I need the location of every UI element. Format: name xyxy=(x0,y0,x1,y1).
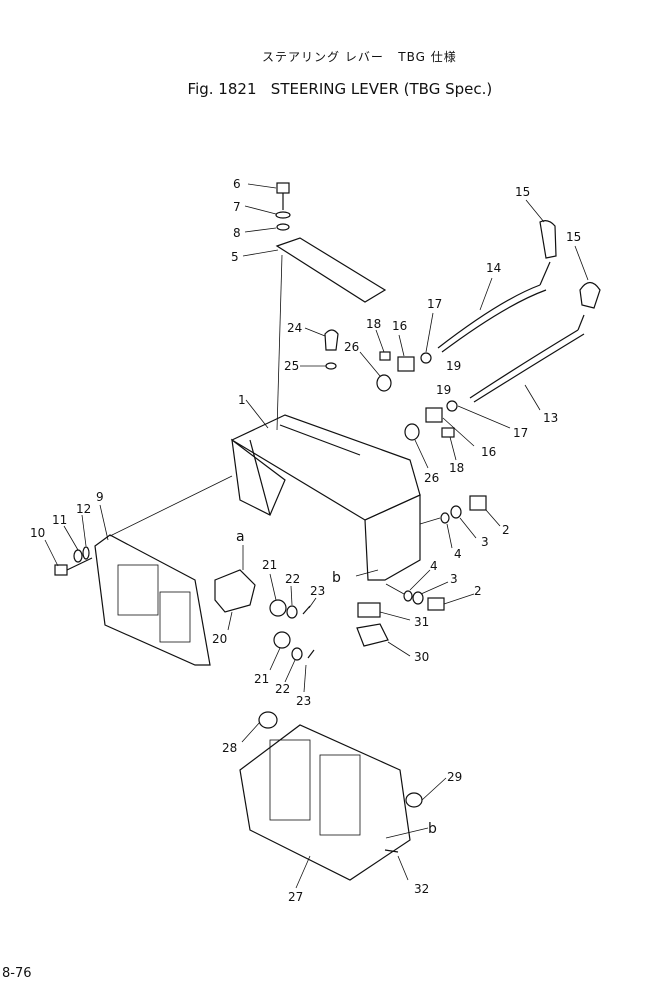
callout-a: a xyxy=(236,529,245,545)
callout-2: 2 xyxy=(502,523,510,537)
page-number: 8-76 xyxy=(2,966,32,981)
callout-11: 11 xyxy=(52,513,67,527)
callout-17: 17 xyxy=(427,297,442,311)
callout-1: 1 xyxy=(238,393,246,407)
callout-26: 26 xyxy=(344,340,359,354)
callout-21: 21 xyxy=(254,672,269,686)
callout-8: 8 xyxy=(233,226,241,240)
callout-13: 13 xyxy=(543,411,558,425)
callout-9: 9 xyxy=(96,490,104,504)
callout-14: 14 xyxy=(486,261,501,275)
callout-6: 6 xyxy=(233,177,241,191)
callout-25: 25 xyxy=(284,359,299,373)
callout-22: 22 xyxy=(275,682,290,696)
callout-12: 12 xyxy=(76,502,91,516)
parts-drawing xyxy=(44,182,601,889)
callout-22: 22 xyxy=(285,572,300,586)
callout-19: 19 xyxy=(446,359,461,373)
callout-30: 30 xyxy=(414,650,429,664)
callout-2: 2 xyxy=(474,584,482,598)
figure-title: Fig. 1821 STEERING LEVER (TBG Spec.) xyxy=(178,62,493,98)
callout-31: 31 xyxy=(414,615,429,629)
callout-4: 4 xyxy=(430,559,438,573)
title-japanese: ステアリング レバー TBG 仕様 xyxy=(262,50,457,64)
figure-label: Fig. 1821 xyxy=(187,80,257,98)
callout-20: 20 xyxy=(212,632,227,646)
callout-b: b xyxy=(428,821,437,837)
callout-18: 18 xyxy=(366,317,381,331)
callout-15: 15 xyxy=(515,185,530,199)
callout-29: 29 xyxy=(447,770,462,784)
callout-3: 3 xyxy=(450,572,458,586)
callout-18: 18 xyxy=(449,461,464,475)
callout-16: 16 xyxy=(392,319,407,333)
callout-15: 15 xyxy=(566,230,581,244)
title-text: STEERING LEVER (TBG Spec.) xyxy=(270,80,493,98)
callout-23: 23 xyxy=(310,584,325,598)
callout-32: 32 xyxy=(414,882,429,896)
callout-5: 5 xyxy=(231,250,239,264)
callout-labels: 6 7 8 5 15 15 14 17 18 16 24 26 19 25 19… xyxy=(30,177,581,904)
callout-4: 4 xyxy=(454,547,462,561)
callout-b: b xyxy=(332,570,341,586)
callout-23: 23 xyxy=(296,694,311,708)
callout-24: 24 xyxy=(287,321,302,335)
callout-10: 10 xyxy=(30,526,45,540)
callout-16: 16 xyxy=(481,445,496,459)
callout-26: 26 xyxy=(424,471,439,485)
callout-28: 28 xyxy=(222,741,237,755)
callout-7: 7 xyxy=(233,200,241,214)
callout-19: 19 xyxy=(436,383,451,397)
callout-17: 17 xyxy=(513,426,528,440)
callout-27: 27 xyxy=(288,890,303,904)
callout-3: 3 xyxy=(481,535,489,549)
callout-21: 21 xyxy=(262,558,277,572)
